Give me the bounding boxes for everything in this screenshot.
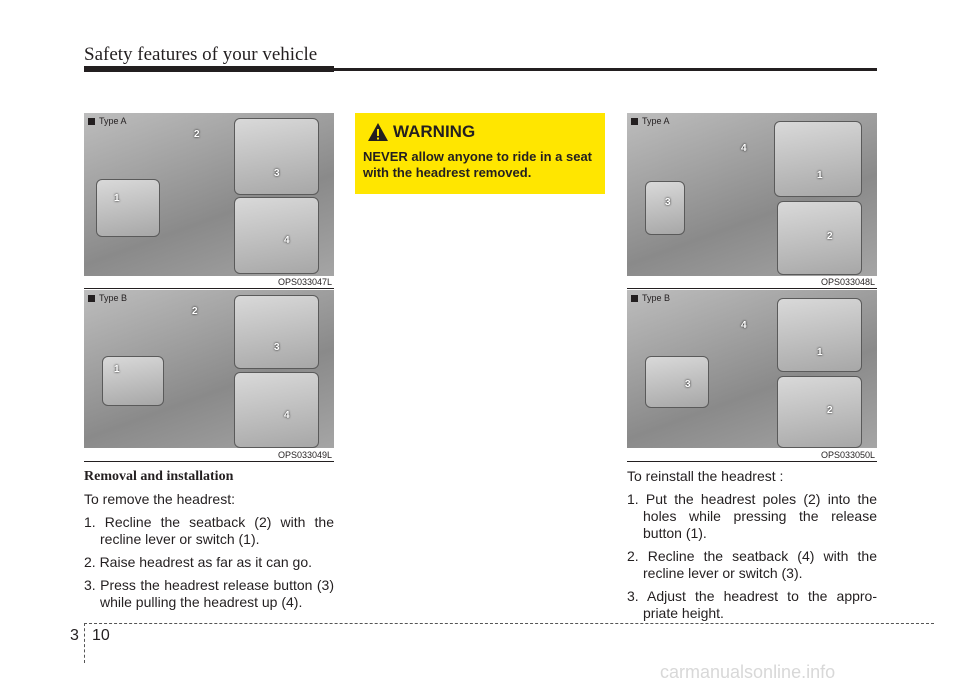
callout-number: 4 <box>741 143 747 154</box>
callout-number: 4 <box>284 235 290 246</box>
figure-type-a-removal: Type A 1 2 3 4 OPS033047L <box>84 113 334 289</box>
step-item: 3. Adjust the headrest to the appro- pri… <box>627 588 877 621</box>
headrest-inset <box>234 372 319 448</box>
figure-type-a-reinstall: Type A 1 2 3 4 OPS033048L <box>627 113 877 289</box>
callout-number: 4 <box>284 410 290 421</box>
figure-type-label: Type A <box>642 116 670 126</box>
step-item: 1. Recline the seatback (2) with the rec… <box>84 514 334 547</box>
headrest-inset <box>234 197 319 274</box>
callout-number: 2 <box>827 231 833 242</box>
headrest-inset <box>777 376 862 448</box>
release-button-inset <box>234 295 319 369</box>
warning-body: NEVER allow anyone to ride in a seat wit… <box>363 149 593 180</box>
header-rule <box>84 68 877 71</box>
release-button-inset <box>774 121 862 197</box>
figure-type-b-removal: Type B 1 2 3 4 OPS033049L <box>84 290 334 462</box>
figure-code: OPS033047L <box>277 277 332 287</box>
callout-number: 1 <box>817 170 823 181</box>
callout-number: 3 <box>274 342 280 353</box>
header-rule-accent <box>84 66 334 72</box>
callout-number: 1 <box>114 193 120 204</box>
warning-box: WARNING NEVER allow anyone to ride in a … <box>355 113 605 194</box>
callout-number: 1 <box>817 347 823 358</box>
headrest-inset <box>777 201 862 275</box>
step-item: 2. Recline the seatback (4) with the rec… <box>627 548 877 581</box>
warning-triangle-icon <box>368 123 388 141</box>
reinstall-instructions: To reinstall the headrest : 1. Put the h… <box>627 468 877 628</box>
figure-code: OPS033049L <box>277 450 332 460</box>
watermark: carmanualsonline.info <box>660 662 836 682</box>
figure-type-label: Type B <box>99 293 128 303</box>
callout-number: 4 <box>741 320 747 331</box>
intro-text: To remove the headrest: <box>84 491 235 507</box>
chapter-number: 3 <box>70 627 79 644</box>
callout-number: 2 <box>827 405 833 416</box>
footer-rule <box>84 623 934 624</box>
callout-number: 2 <box>192 306 198 317</box>
lever-inset <box>96 179 160 237</box>
page-number: 10 <box>92 627 110 644</box>
callout-number: 3 <box>665 197 671 208</box>
figure-type-label: Type A <box>99 116 127 126</box>
section-heading: Removal and installation <box>84 469 234 484</box>
lever-inset <box>645 181 685 235</box>
figure-code: OPS033050L <box>820 450 875 460</box>
step-item: 3. Press the headrest release button (3)… <box>84 577 334 610</box>
callout-number: 2 <box>194 129 200 140</box>
callout-number: 3 <box>274 168 280 179</box>
release-button-inset <box>777 298 862 372</box>
footer-divider <box>84 623 85 663</box>
callout-number: 3 <box>685 379 691 390</box>
warning-title: WARNING <box>393 122 476 141</box>
release-button-inset <box>234 118 319 195</box>
figure-code: OPS033048L <box>820 277 875 287</box>
step-item: 1. Put the headrest poles (2) into the h… <box>627 491 877 541</box>
intro-text: To reinstall the headrest : <box>627 468 784 484</box>
switch-inset <box>645 356 709 408</box>
step-item: 2. Raise headrest as far as it can go. <box>84 554 313 570</box>
removal-instructions: Removal and installation To remove the h… <box>84 468 334 617</box>
switch-inset <box>102 356 164 406</box>
figure-type-label: Type B <box>642 293 671 303</box>
figure-type-b-reinstall: Type B 1 2 3 4 OPS033050L <box>627 290 877 462</box>
callout-number: 1 <box>114 364 120 375</box>
page-header-title: Safety features of your vehicle <box>84 44 318 65</box>
